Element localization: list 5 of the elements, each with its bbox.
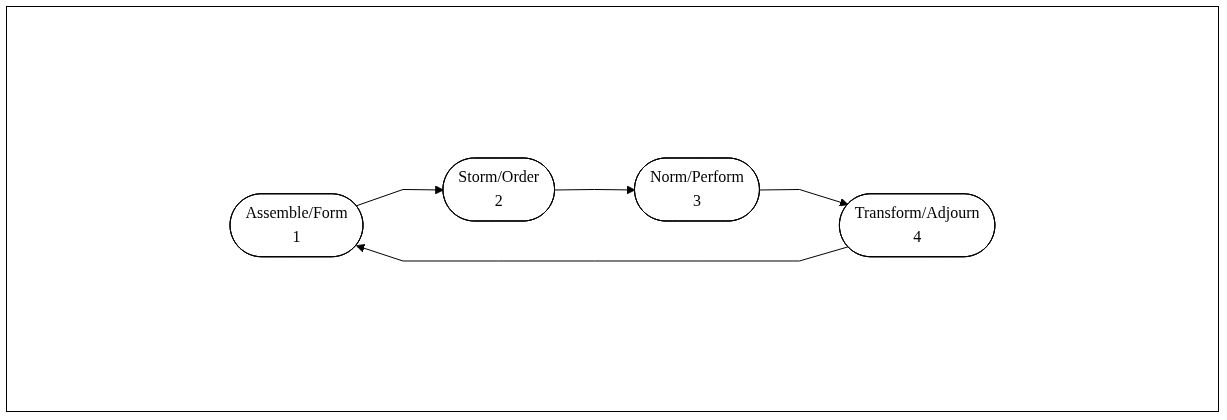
arrow <box>759 188 849 206</box>
diagram-frame: Assemble/Form 1 Storm/Order 2 Norm/Perform 3 Transform/Adjourn 4 <box>6 6 1219 412</box>
arrow <box>554 185 636 194</box>
arrow <box>355 185 444 206</box>
arrow <box>356 243 849 261</box>
